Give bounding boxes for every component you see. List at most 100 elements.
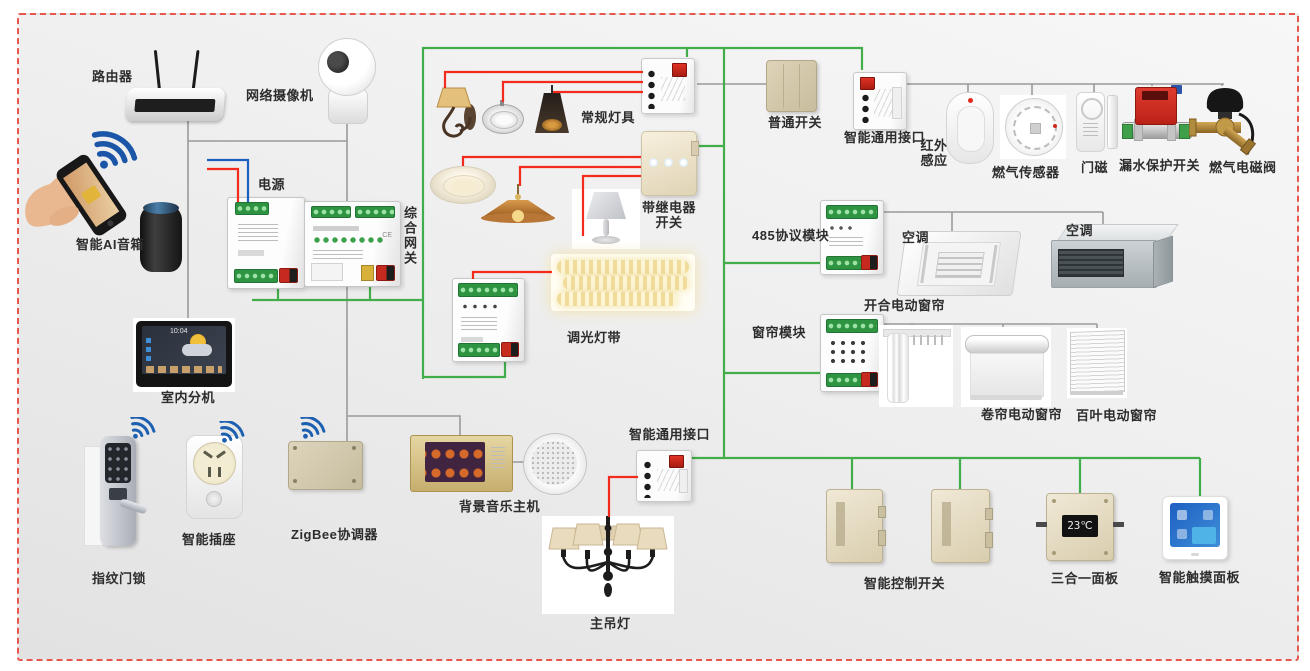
screen-time: 10:04 (170, 328, 188, 335)
downlight-image (482, 100, 524, 138)
label-smart-touch-panel: 智能触摸面板 (1159, 570, 1241, 585)
bus-connector (279, 268, 298, 283)
label-dimmer-strip: 调光灯带 (567, 330, 622, 345)
camera-base (328, 88, 368, 124)
smart-control-switch-2-image (931, 489, 993, 563)
magnet-bar (1107, 95, 1118, 149)
relay-touch-switch-image (641, 131, 699, 196)
ceiling-lamp-image (430, 164, 496, 206)
touch-dot (664, 158, 673, 167)
ac-front (1051, 240, 1157, 288)
label-three-in-one: 三合一面板 (1051, 571, 1119, 586)
temperature-display: 23℃ (1062, 515, 1098, 537)
valve-motor (1135, 87, 1177, 125)
label-smart-interface-top: 智能通用接口 (844, 130, 926, 145)
wifi-icon (91, 131, 138, 169)
gateway-module-image: CE (304, 201, 401, 287)
wifi-icon (219, 421, 245, 443)
music-host-image (410, 435, 513, 492)
label-smart-socket: 智能插座 (182, 532, 237, 547)
label-blind-curtain: 百叶电动窗帘 (1076, 408, 1158, 423)
label-gateway: 综合网关 (402, 206, 417, 266)
indicator-leds (313, 236, 385, 244)
camera-lens-icon (327, 51, 349, 73)
speaker-top-light (143, 202, 179, 214)
smart-touch-panel-image (1162, 496, 1228, 560)
label-water-leak: 漏水保护开关 (1119, 158, 1201, 173)
curtain-module-image (820, 314, 884, 392)
keypad (105, 443, 131, 483)
ac-grille (1058, 249, 1124, 277)
pendant-lamp-image (533, 85, 571, 135)
fingerprint-sensor-icon (109, 488, 127, 500)
terminal-block (234, 269, 278, 283)
label-relay-switch: 带继电器开关 (641, 200, 696, 230)
gas-sensor-image (1000, 95, 1066, 159)
gas-valve-image (1189, 88, 1257, 156)
label-ai-speaker: 智能AI音箱 (76, 237, 145, 252)
dimmer-module-image (452, 278, 525, 362)
program-button (672, 63, 687, 77)
label-door-magnet: 门磁 (1081, 160, 1109, 175)
app-row (146, 366, 222, 373)
sounder (1081, 98, 1103, 120)
label-open-curtain: 开合电动窗帘 (864, 298, 946, 313)
curtain-fabric (887, 333, 909, 403)
label-pir: 红外感应 (920, 138, 948, 168)
indicator-grid (829, 339, 871, 365)
blind-curtain-image (1067, 328, 1127, 398)
lamp-bracket (442, 106, 465, 138)
label-gas-sensor: 燃气传感器 (992, 165, 1060, 180)
vent-ring (1013, 106, 1057, 150)
label-ac-cassette: 空调 (902, 230, 930, 245)
socket-button (206, 491, 222, 507)
socket-face (193, 442, 236, 485)
speaker-grille (531, 441, 577, 485)
program-button (860, 77, 875, 90)
label-indoor-unit: 室内分机 (161, 390, 216, 405)
smart-interface-top-image (853, 72, 907, 130)
zigbee-coordinator-image (288, 441, 363, 490)
label-ac-ducted: 空调 (1066, 223, 1094, 238)
roller-curtain-image (961, 327, 1051, 407)
curtain-hooks (913, 335, 947, 345)
open-curtain-image (879, 325, 953, 407)
label-power: 电源 (258, 177, 286, 192)
chandelier-image (542, 516, 674, 614)
ceiling-speaker-image (523, 433, 587, 495)
indoor-unit-screen: 10:04 (142, 326, 226, 374)
chandelier-arms (561, 555, 655, 572)
touch-panel-screen (1170, 503, 1220, 547)
terminal-block (235, 202, 269, 215)
network-camera-image (312, 38, 380, 124)
camera-head (318, 38, 376, 96)
label-smart-interface-bottom: 智能通用接口 (629, 427, 711, 442)
smartphone (56, 154, 127, 236)
label-module-485: 485协议模块 (752, 228, 830, 243)
pir-lens (957, 106, 985, 152)
wall-lamp-image (436, 87, 476, 138)
pir-sensor-image (946, 92, 994, 164)
fingerprint-lock-image (84, 436, 148, 550)
lights-controller-image (641, 58, 695, 114)
smart-control-switch-1-image (826, 489, 886, 563)
label-smart-control-switch: 智能控制开关 (864, 576, 946, 591)
phone-in-hand-image (25, 131, 138, 236)
module-485-image (820, 200, 884, 275)
normal-switch-image (766, 60, 817, 112)
three-in-one-panel-image: 23℃ (1036, 493, 1124, 561)
roller-fabric (970, 353, 1044, 397)
label-router: 路由器 (92, 69, 133, 84)
ai-speaker-image (140, 202, 182, 272)
door-magnet-image (1076, 92, 1118, 152)
label-normal-switch: 普通开关 (768, 115, 823, 130)
label-camera: 网络摄像机 (246, 88, 314, 103)
label-roller-curtain: 卷帘电动窗帘 (981, 407, 1063, 422)
touch-dot (679, 158, 688, 167)
bulb-glow (542, 119, 562, 131)
touch-dot (649, 158, 658, 167)
pir-led (968, 98, 973, 103)
label-zigbee: ZigBee协调器 (291, 527, 378, 542)
